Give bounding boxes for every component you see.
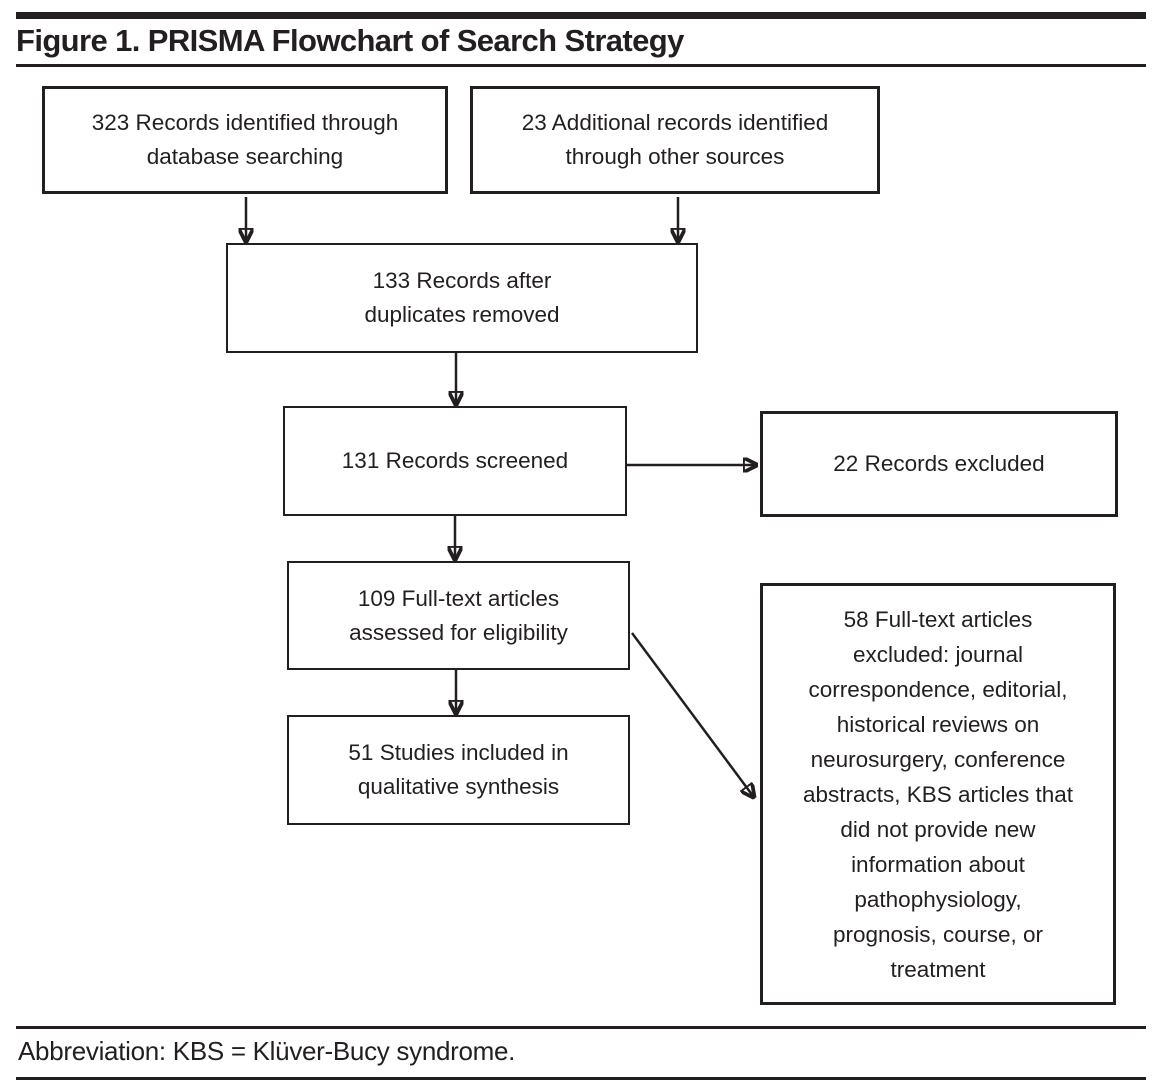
abbreviation-note: Abbreviation: KBS = Klüver-Bucy syndrome…: [18, 1036, 516, 1066]
node-fulltext-assessed: 109 Full-text articles assessed for elig…: [287, 561, 630, 670]
arrow-fulltext-to-fulltext-excluded: [630, 632, 753, 796]
node-records-identified-database: 323 Records identified through database …: [42, 86, 448, 194]
title-rule: [16, 64, 1146, 67]
node-records-excluded: 22 Records excluded: [760, 411, 1118, 517]
node-records-screened: 131 Records screened: [283, 406, 627, 516]
node-fulltext-excluded: 58 Full-text articles excluded: journal …: [760, 583, 1116, 1005]
top-bar: [16, 12, 1146, 19]
footer-rule-top: [16, 1026, 1146, 1029]
node-records-after-duplicates: 133 Records after duplicates removed: [226, 243, 698, 353]
node-studies-included-qualitative: 51 Studies included in qualitative synth…: [287, 715, 630, 825]
footer-rule-bottom: [16, 1077, 1146, 1080]
figure-title: Figure 1. PRISMA Flowchart of Search Str…: [16, 23, 684, 58]
node-records-identified-other-sources: 23 Additional records identified through…: [470, 86, 880, 194]
